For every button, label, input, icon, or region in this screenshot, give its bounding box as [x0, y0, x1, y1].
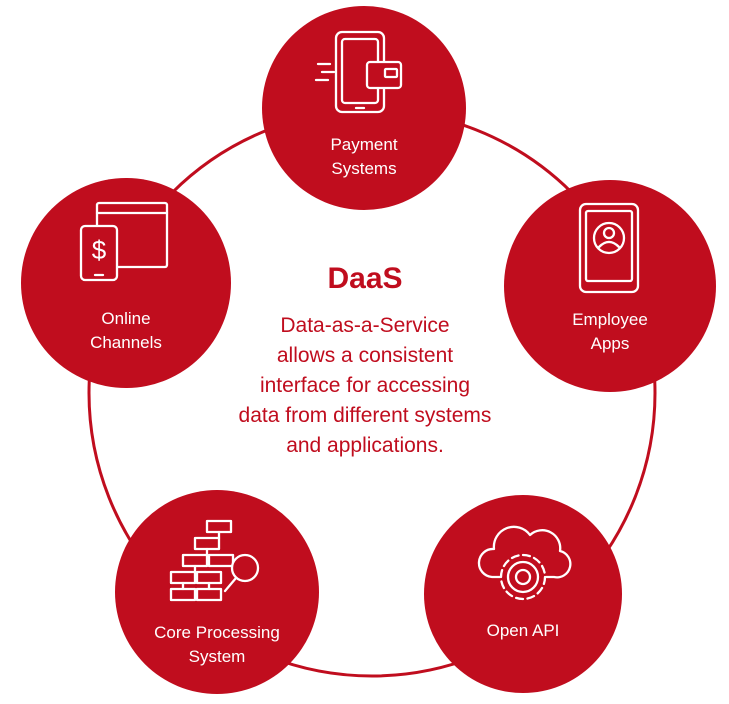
- node-label: Open API: [424, 619, 622, 643]
- center-description-line: allows a consistent: [276, 344, 454, 367]
- center-description-line: data from different systems: [238, 404, 492, 427]
- svg-text:$: $: [92, 235, 107, 265]
- node-label-line: Open API: [486, 621, 560, 640]
- node-label-line: Apps: [590, 334, 630, 353]
- mobile-user-icon: [578, 202, 640, 294]
- center-description-line: Data-as-a-Service: [280, 314, 450, 337]
- node-label-line: Employee: [572, 310, 648, 329]
- node-label: Core Processing System: [115, 621, 319, 669]
- center-description-line: interface for accessing: [259, 374, 471, 397]
- node-label-line: Channels: [90, 333, 162, 352]
- center-title: DaaS: [327, 262, 403, 295]
- payment-phone-wallet-icon: [314, 30, 403, 114]
- node-core-processing-system: Core Processing System: [115, 490, 319, 694]
- node-online-channels: $ Online Channels: [21, 178, 231, 388]
- browser-phone-dollar-icon: $: [79, 201, 169, 282]
- node-payment-systems: Payment Systems: [262, 6, 466, 210]
- node-label-line: System: [188, 647, 246, 666]
- node-label-line: Payment: [330, 135, 398, 154]
- center-description: Data-as-a-Service allows a consistent in…: [200, 311, 530, 461]
- node-label: Employee Apps: [504, 308, 716, 356]
- center-description-line: and applications.: [286, 434, 444, 457]
- node-label: Payment Systems: [262, 133, 466, 181]
- node-open-api: Open API: [424, 495, 622, 693]
- flowchart-magnifier-icon: [169, 519, 260, 602]
- node-employee-apps: Employee Apps: [504, 180, 716, 392]
- node-label-line: Systems: [331, 159, 397, 178]
- node-label: Online Channels: [21, 307, 231, 355]
- cloud-gear-icon: [477, 525, 572, 601]
- node-label-line: Online: [101, 309, 151, 328]
- node-label-line: Core Processing: [154, 623, 280, 642]
